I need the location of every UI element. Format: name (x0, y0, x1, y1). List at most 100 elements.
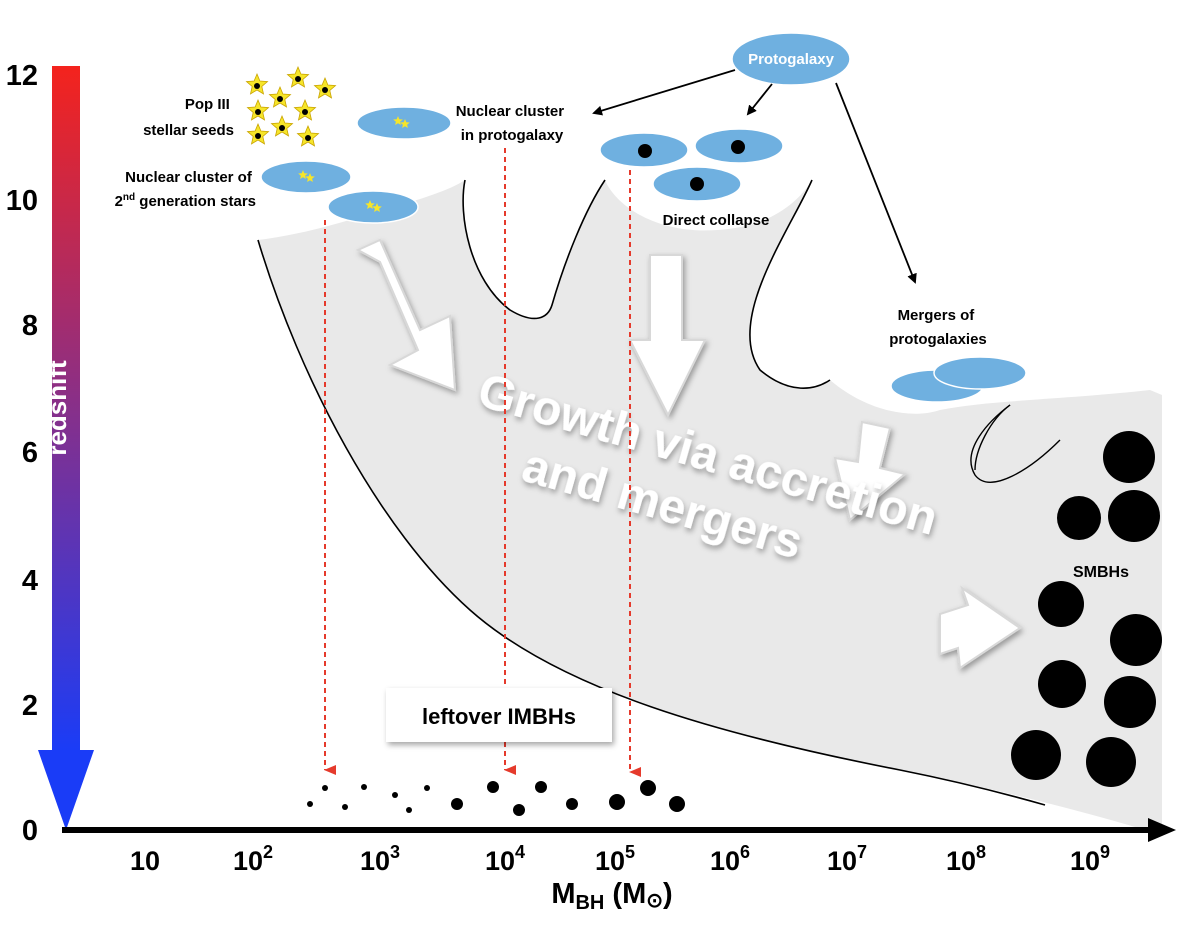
y-tick-label: 6 (22, 437, 38, 469)
merging-galaxies (890, 356, 1027, 403)
mass-axis-arrow-head (1148, 818, 1176, 842)
leftover-box-bg (386, 688, 612, 742)
x-tick-label: 109 (1070, 842, 1110, 876)
redshift-bar (52, 66, 80, 752)
arrow-to-mergers (835, 82, 917, 284)
smbh-8 (1011, 730, 1061, 780)
hollow-arrow-3 (833, 420, 908, 522)
x-tick-label: 105 (595, 842, 635, 876)
imbh-dot (640, 780, 656, 796)
y-tick-label: 4 (22, 565, 38, 597)
mergers-label: Mergers of protogalaxies (889, 307, 987, 348)
imbh-dot (392, 792, 398, 798)
pop3-seed-dot (254, 83, 260, 89)
imbh-dot (406, 807, 412, 813)
cluster-star-icon (305, 173, 315, 182)
imbh-dot (566, 798, 578, 810)
imbh-dot (535, 781, 547, 793)
pop3-seed-dot (322, 87, 328, 93)
imbh-dot (513, 804, 525, 816)
hollow-arrow-4 (939, 585, 1022, 670)
smbh-4 (1038, 581, 1084, 627)
x-axis-ticks: 10 102 103 104 105 106 107 108 109 (130, 842, 1110, 876)
y-tick-label: 0 (22, 815, 38, 847)
imbh-dot (609, 794, 625, 810)
growth-upper-boundary-1 (462, 179, 606, 320)
x-tick-label: 107 (827, 842, 867, 876)
pop3-seed-dot (295, 76, 301, 82)
x-tick-label: 108 (946, 842, 986, 876)
pop3-seed-dot (279, 125, 285, 131)
pop3-stars (245, 65, 337, 147)
mass-axis (62, 818, 1176, 842)
y-tick-label: 12 (6, 60, 38, 92)
smbh-1 (1103, 431, 1155, 483)
imbh-dot (451, 798, 463, 810)
growth-arrows (355, 238, 1022, 670)
smbh-7 (1104, 676, 1156, 728)
y-tick-label: 8 (22, 310, 38, 342)
smbh-6 (1038, 660, 1086, 708)
smbh-3 (1108, 490, 1160, 542)
cluster-star-icon (365, 200, 375, 209)
smbhs-label: SMBHs (1073, 564, 1129, 581)
redshift-label: redshift (42, 360, 72, 456)
imbh-dot (669, 796, 685, 812)
pop3-label: Pop III stellar seeds (143, 96, 234, 139)
hollow-arrow-2 (628, 254, 707, 418)
pop3-seed-dot (255, 109, 261, 115)
hollow-arrow-1 (355, 238, 457, 392)
dc-black-hole-3 (690, 177, 704, 191)
pop3-seed-dot (277, 96, 283, 102)
arrow-to-nuclear-cluster (592, 69, 736, 116)
growth-upper-boundary-2 (749, 179, 831, 389)
redshift-arrow-head (38, 750, 94, 830)
leftover-label: leftover IMBHs (422, 704, 576, 729)
x-tick-label: 103 (360, 842, 400, 876)
ncp-label: Nuclear cluster in protogalaxy (456, 103, 569, 144)
smbh-9 (1086, 737, 1136, 787)
growth-region (258, 180, 1162, 835)
x-tick-label: 106 (710, 842, 750, 876)
cluster-star-icon (372, 203, 382, 212)
growth-upper-boundary-3 (970, 404, 1061, 483)
nc2-label: Nuclear cluster of 2nd generation stars (115, 169, 256, 210)
pop3-seed-dot (305, 135, 311, 141)
imbh-dot (487, 781, 499, 793)
imbh-dot (322, 785, 328, 791)
x-tick-label: 102 (233, 842, 273, 876)
pop3-seed-dot (302, 109, 308, 115)
smbh-5 (1110, 614, 1162, 666)
protogalaxy-ellipse (731, 32, 851, 86)
direct-collapse-galaxies (599, 128, 784, 202)
protogalaxy-arrows (592, 69, 917, 284)
dc-black-hole-2 (731, 140, 745, 154)
direct-collapse-label: Direct collapse (663, 212, 770, 229)
leftover-box: leftover IMBHs (386, 688, 612, 742)
cluster-star-icon (400, 119, 410, 128)
protogalaxy-label: Protogalaxy (748, 51, 835, 68)
imbh-dot (424, 785, 430, 791)
x-tick-label: 10 (130, 846, 160, 876)
imbh-dot (361, 784, 367, 790)
smbh-2 (1057, 496, 1101, 540)
growth-upper-boundary-3b (974, 404, 1011, 471)
leftover-arrows (324, 148, 641, 777)
y-tick-label: 2 (22, 690, 38, 722)
pop3-seed-dot (255, 133, 261, 139)
x-tick-label: 104 (485, 842, 525, 876)
cluster-star-sparkles (298, 116, 410, 212)
growth-lower-boundary (257, 239, 1046, 806)
cluster-star-icon (393, 116, 403, 125)
merging-galaxy-2 (933, 356, 1027, 390)
imbh-dots (307, 780, 685, 816)
x-axis-label: MBH (M⊙) (551, 878, 672, 914)
imbh-dot (342, 804, 348, 810)
arrow-to-direct-collapse (746, 83, 773, 116)
dc-black-hole-1 (638, 144, 652, 158)
cluster-star-icon (298, 170, 308, 179)
redshift-axis: redshift (38, 66, 94, 830)
smbh-group (1011, 431, 1162, 787)
